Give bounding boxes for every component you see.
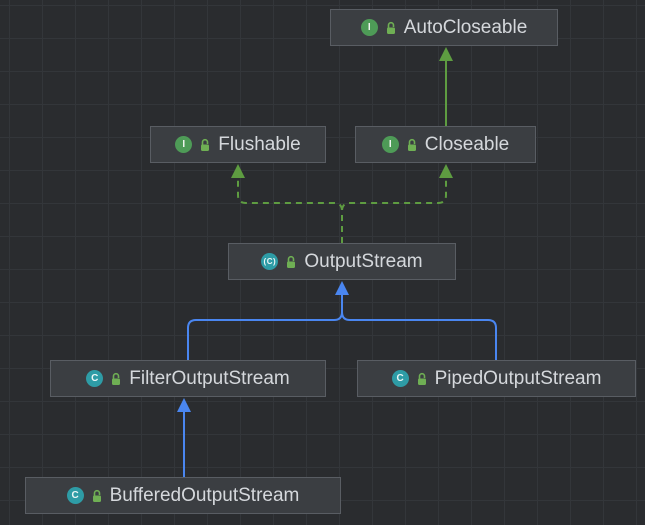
node-label: BufferedOutputStream (109, 484, 300, 506)
lock-icon (199, 138, 211, 152)
interface-icon: I (360, 19, 378, 36)
node-label: Closeable (424, 133, 510, 155)
class-icon: C (391, 370, 409, 387)
abstract-class-icon: (C) (261, 253, 279, 270)
node-autocloseable[interactable]: I AutoCloseable (330, 9, 558, 46)
edge-filteroutputstream-extends-outputstream[interactable] (187, 294, 343, 360)
class-icon: C (66, 487, 84, 504)
lock-icon (416, 372, 428, 386)
edge-closeable-extends-autocloseable[interactable] (439, 47, 453, 126)
node-label: AutoCloseable (403, 16, 528, 38)
lock-icon (285, 255, 297, 269)
edge-bufferedoutputstream-extends-filteroutputstream[interactable] (177, 398, 191, 477)
node-flushable[interactable]: I Flushable (150, 126, 326, 163)
edge-pipedoutputstream-extends-outputstream[interactable] (335, 281, 497, 360)
edge-outputstream-implements-flushable[interactable] (231, 164, 343, 243)
node-bufferedoutputstream[interactable]: C BufferedOutputStream (25, 477, 341, 514)
node-pipedoutputstream[interactable]: C PipedOutputStream (357, 360, 636, 397)
lock-icon (91, 489, 103, 503)
lock-icon (110, 372, 122, 386)
interface-icon: I (175, 136, 193, 153)
lock-icon (406, 138, 418, 152)
node-outputstream[interactable]: (C) OutputStream (228, 243, 456, 280)
edge-outputstream-implements-closeable[interactable] (341, 164, 453, 243)
interface-icon: I (381, 136, 399, 153)
node-label: PipedOutputStream (434, 367, 602, 389)
node-label: FilterOutputStream (129, 367, 290, 389)
node-closeable[interactable]: I Closeable (355, 126, 536, 163)
class-icon: C (86, 370, 104, 387)
node-filteroutputstream[interactable]: C FilterOutputStream (50, 360, 326, 397)
node-label: Flushable (218, 133, 301, 155)
lock-icon (385, 21, 397, 35)
node-label: OutputStream (304, 250, 423, 272)
